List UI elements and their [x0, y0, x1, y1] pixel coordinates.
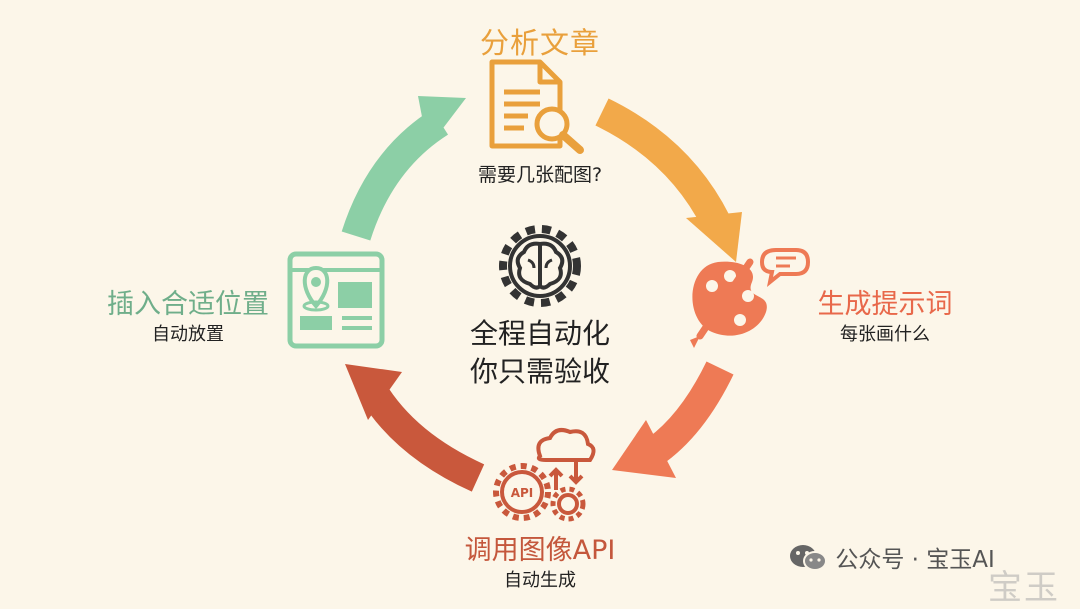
step-analyze-subtitle: 需要几张配图? [477, 164, 603, 186]
watermark-text: 宝玉 [988, 568, 1060, 608]
arrow-prompt-to-api [612, 361, 734, 478]
api-badge-label: API [511, 486, 534, 500]
center-line-1: 全程自动化 [469, 317, 610, 350]
arrow-api-to-insert [345, 364, 485, 492]
center-line-2: 你只需验收 [469, 355, 610, 388]
step-api-subtitle: 自动生成 [504, 570, 576, 591]
step-insert-title: 插入合适位置 [107, 289, 269, 320]
step-prompt-subtitle: 每张画什么 [840, 324, 930, 345]
arrow-analyze-to-prompt [595, 98, 742, 262]
document-search-icon [489, 59, 584, 154]
footer-account: 公众号 · 宝玉AI [788, 540, 1028, 579]
arrow-insert-to-analyze [341, 96, 466, 241]
cloud-gears-api-icon: API [493, 428, 596, 522]
step-prompt-title: 生成提示词 [817, 289, 953, 320]
gear-brain-icon [499, 225, 581, 307]
footer-account-text: 公众号 · 宝玉AI [835, 547, 995, 573]
step-analyze-title: 分析文章 [479, 26, 600, 60]
step-api-title: 调用图像API [464, 535, 616, 566]
wechat-icon [788, 543, 828, 579]
step-insert-subtitle: 自动放置 [152, 324, 224, 345]
palette-brush-icon [690, 248, 811, 348]
layout-location-icon [287, 251, 385, 349]
